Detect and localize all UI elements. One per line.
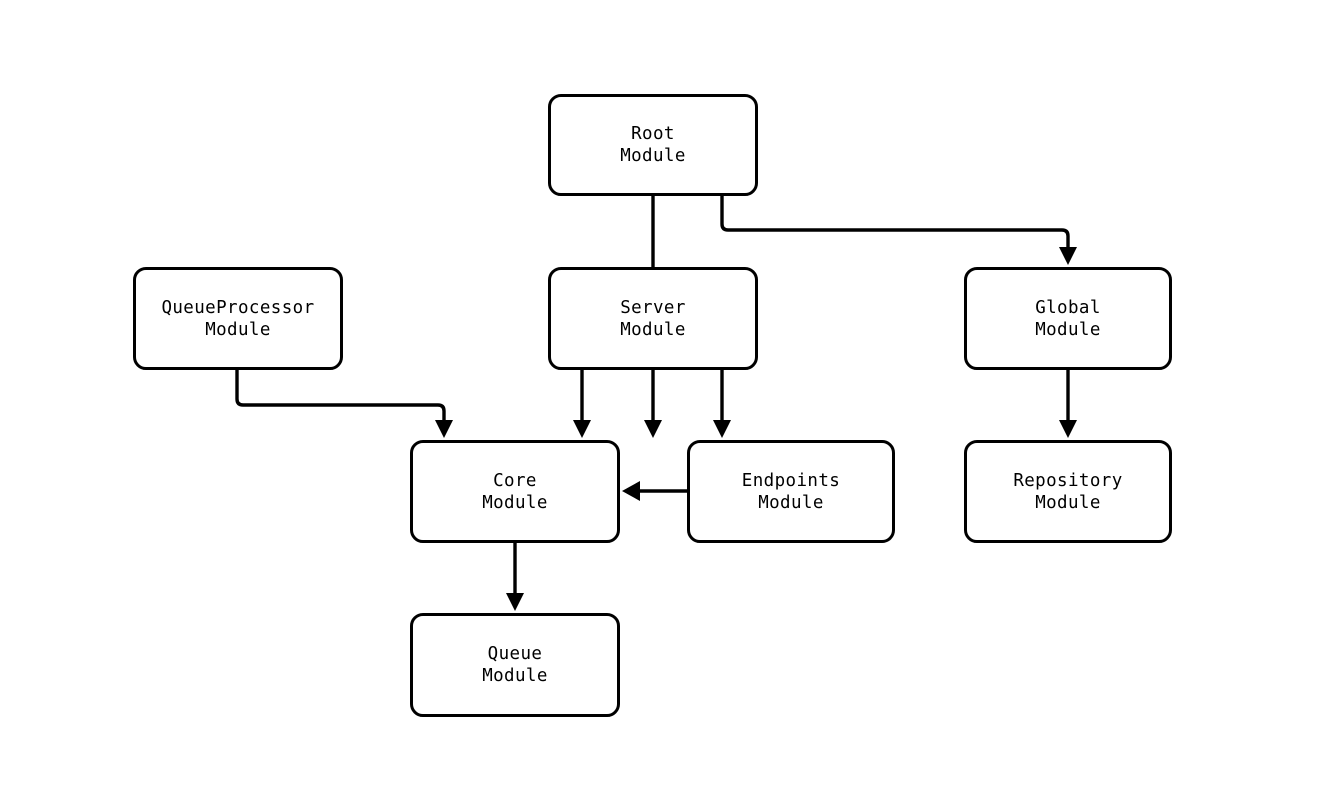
edge-queueprocessor-to-core: [235, 370, 453, 438]
edge-server-to-core: [573, 370, 591, 438]
edge-endpoints-to-core: [622, 481, 687, 501]
node-server-label-line1: Server: [620, 297, 686, 318]
node-root[interactable]: Root Module: [548, 94, 758, 196]
node-core-label-line1: Core: [493, 470, 537, 491]
node-server-label-line2: Module: [620, 319, 686, 340]
edge-root-to-global: [720, 196, 1077, 265]
node-queue-label-line1: Queue: [487, 644, 543, 664]
node-root-label-line2: Module: [620, 146, 686, 166]
node-queueprocessor[interactable]: QueueProcessor Module: [133, 267, 343, 370]
node-server[interactable]: Server Module: [548, 267, 758, 370]
node-global[interactable]: Global Module: [964, 267, 1172, 370]
node-core[interactable]: Core Module: [410, 440, 620, 543]
node-global-label-line1: Global: [1035, 297, 1101, 318]
node-repository-label-line1: Repository: [1013, 470, 1123, 491]
node-endpoints[interactable]: Endpoints Module: [687, 440, 895, 543]
node-queueprocessor-label-line1: QueueProcessor: [161, 297, 315, 318]
node-endpoints-label-line1: Endpoints: [741, 470, 841, 491]
node-queue-label-line2: Module: [482, 666, 548, 686]
edge-core-to-queue: [506, 543, 524, 611]
node-global-label-line2: Module: [1035, 319, 1101, 340]
node-queue[interactable]: Queue Module: [410, 613, 620, 717]
edge-global-to-repository: [1059, 370, 1077, 438]
node-repository-label-line2: Module: [1035, 492, 1101, 513]
node-queueprocessor-label-line2: Module: [205, 319, 271, 340]
edge-server-to-endpoints: [713, 370, 731, 438]
node-endpoints-label-line2: Module: [758, 492, 824, 513]
node-core-label-line2: Module: [482, 492, 548, 513]
node-root-label-line1: Root: [631, 124, 675, 144]
node-repository[interactable]: Repository Module: [964, 440, 1172, 543]
